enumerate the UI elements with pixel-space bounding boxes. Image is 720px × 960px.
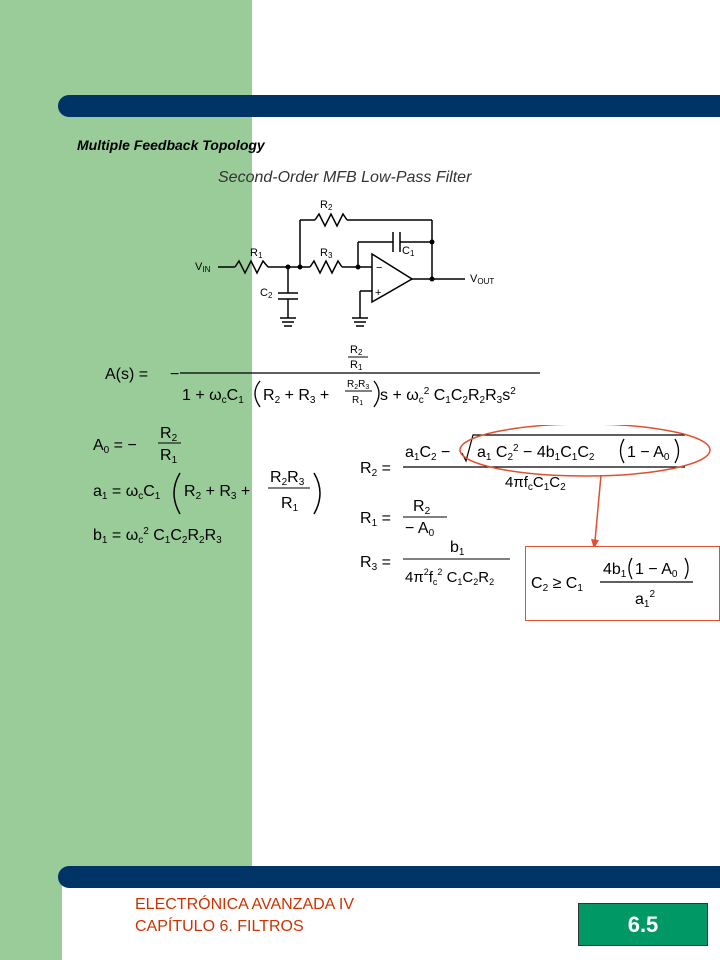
svg-text:a1C2 −: a1C2 −: [405, 444, 450, 463]
page-number: 6.5: [578, 903, 708, 946]
svg-text:− A0: − A0: [405, 520, 435, 539]
footer-line-2: CAPÍTULO 6. FILTROS: [135, 918, 304, 935]
label-c1: C1: [402, 245, 415, 258]
label-r1: R1: [250, 247, 263, 260]
label-r3: R3: [320, 247, 333, 260]
svg-text:4π2fc2 C1C2R2: 4π2fc2 C1C2R2: [405, 567, 494, 587]
svg-text:R2: R2: [413, 498, 431, 517]
a1-lhs: a: [93, 483, 102, 500]
component-equations: R2 = a1C2 − a1 C22 − 4b1C1C2 1 − A0 4πfc…: [360, 425, 711, 587]
svg-text:s + ωc2 C1C2R2R3s2: s + ωc2 C1C2R2R3s2: [380, 386, 516, 406]
svg-text:R1: R1: [160, 447, 178, 466]
label-vin: VIN: [195, 261, 211, 274]
svg-text:−: −: [170, 366, 179, 383]
topic-title: Multiple Feedback Topology: [77, 137, 265, 153]
transfer-function: A(s) = − R2 R1 1 + ωcC1 R2 + R3 + R2R3 R…: [105, 344, 540, 408]
svg-text:R2: R2: [160, 425, 178, 444]
condition-box: [525, 546, 720, 621]
r3-lhs: R: [360, 554, 372, 571]
svg-text:R2 =: R2 =: [360, 460, 391, 479]
svg-text:C2 ≥ C1: C2 ≥ C1: [531, 575, 583, 594]
a0-lhs: A: [93, 437, 104, 454]
transfer-lhs: A(s) =: [105, 366, 148, 383]
svg-text:4πfcC1C2: 4πfcC1C2: [505, 474, 566, 493]
capacitor-condition: C2 ≥ C1 4b1 1 − A0 a12: [531, 557, 693, 610]
coefficient-equations: A0 = − R2 R1 a1 = ωcC1 R2 + R3 + R2R3 R1…: [93, 425, 321, 546]
footer-text: ELECTRÓNICA AVANZADA IV CAPÍTULO 6. FILT…: [135, 894, 354, 938]
svg-text:1 − A0: 1 − A0: [635, 561, 678, 580]
r1-lhs: R: [360, 510, 372, 527]
label-vout: VOUT: [470, 273, 494, 286]
svg-text:4b1: 4b1: [603, 561, 627, 580]
r2-lhs: R: [360, 460, 372, 477]
svg-text:a12: a12: [635, 589, 655, 610]
svg-text:R2: R2: [350, 344, 363, 357]
svg-text:1 − A0: 1 − A0: [627, 444, 670, 463]
label-r2: R2: [320, 199, 333, 212]
svg-text:b1: b1: [450, 539, 465, 558]
svg-text:1 + ωcC1: 1 + ωcC1: [182, 387, 244, 406]
plus-sign: +: [375, 287, 381, 299]
svg-text:R2 + R3 +: R2 + R3 +: [184, 483, 250, 502]
svg-text:R2R3: R2R3: [270, 469, 305, 488]
circuit-schematic: − + R1 R2 R3 C1 C2 VIN VOUT: [195, 199, 494, 327]
svg-text:R3 =: R3 =: [360, 554, 391, 573]
svg-text:A0 = −: A0 = −: [93, 437, 137, 456]
svg-text:R1: R1: [281, 495, 299, 514]
b1-lhs: b: [93, 527, 102, 544]
svg-text:R1: R1: [350, 359, 363, 372]
svg-text:a1 = ωcC1: a1 = ωcC1: [93, 483, 161, 502]
svg-text:R2R3: R2R3: [347, 379, 369, 391]
svg-text:R1 =: R1 =: [360, 510, 391, 529]
sidebar-footer-panel: [0, 868, 62, 960]
label-c2: C2: [260, 287, 273, 300]
sidebar-panel: [0, 0, 252, 868]
svg-text:R2 + R3 +: R2 + R3 +: [263, 387, 329, 406]
highlight-ellipse: [459, 425, 711, 477]
header-bar: [58, 95, 720, 117]
circuit-title: Second-Order MFB Low-Pass Filter: [218, 169, 472, 186]
minus-sign: −: [376, 262, 382, 274]
footer-bar: [58, 866, 720, 888]
svg-text:R1: R1: [352, 395, 363, 407]
svg-text:a1 C22 − 4b1C1C2: a1 C22 − 4b1C1C2: [477, 443, 595, 463]
highlight-arrow: [594, 474, 602, 542]
svg-text:b1 = ωc2 C1C2R2R3: b1 = ωc2 C1C2R2R3: [93, 526, 222, 546]
c2-lhs: C: [531, 575, 543, 592]
footer-line-1: ELECTRÓNICA AVANZADA IV: [135, 896, 355, 913]
